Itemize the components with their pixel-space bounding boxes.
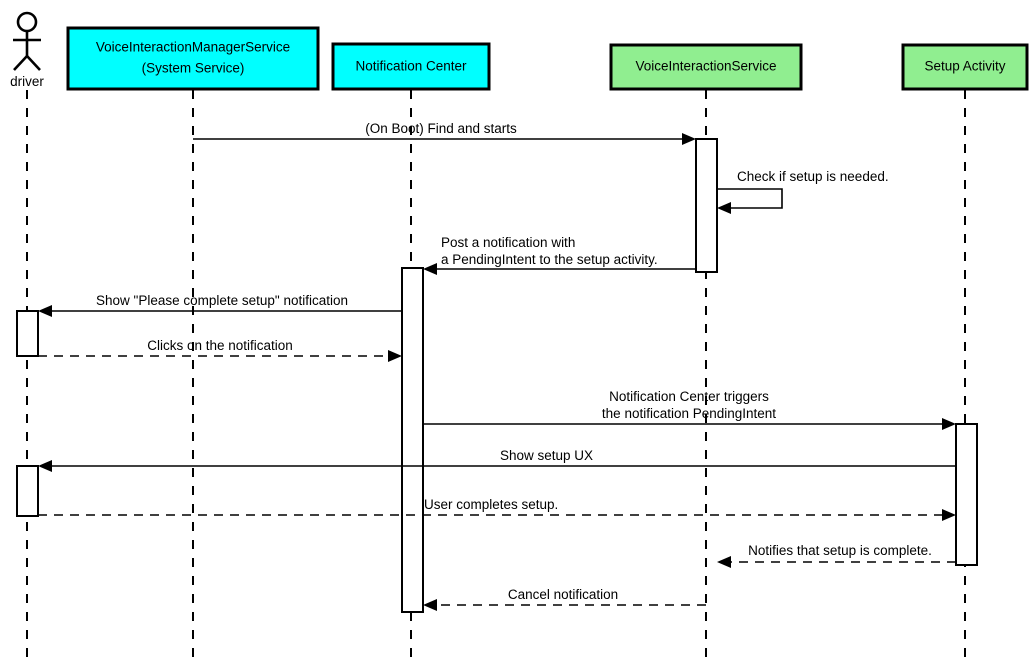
activation-bars (16, 138, 978, 613)
participant-vims[interactable]: VoiceInteractionManagerService (System S… (66, 26, 320, 91)
activation-bar-driver-2 (16, 465, 39, 517)
arrow-head-left-icon (38, 460, 52, 472)
participant-box-vims[interactable] (66, 26, 320, 91)
message-show-please-complete-setup-notification[interactable]: Show "Please complete setup" notificatio… (38, 293, 402, 317)
message-label-line1: Post a notification with (441, 235, 575, 250)
message-label: Show setup UX (500, 448, 593, 463)
message-on-boot-find-and-starts[interactable]: (On Boot) Find and starts (193, 121, 696, 145)
activation-bar-voice-interaction-service (695, 138, 718, 273)
message-notification-center-triggers-pendingintent[interactable]: Notification Center triggers the notific… (423, 389, 956, 430)
participant-driver[interactable]: driver (10, 11, 44, 89)
participant-box-setup-activity[interactable] (901, 43, 1029, 91)
message-check-if-setup-is-needed[interactable]: Check if setup is needed. (717, 169, 889, 214)
message-label: Cancel notification (508, 587, 618, 602)
arrow-head-left-icon (38, 305, 52, 317)
message-label-line2: the notification PendingIntent (602, 406, 776, 421)
participant-notification-center[interactable]: Notification Center (331, 42, 491, 91)
arrow-head-left-icon (717, 556, 731, 568)
participant-box-voice-interaction-service[interactable] (609, 43, 803, 91)
message-label: Show "Please complete setup" notificatio… (96, 293, 348, 308)
message-post-a-notification[interactable]: Post a notification with a PendingIntent… (423, 235, 696, 275)
participant-label-driver: driver (10, 74, 44, 89)
participant-label-vims-line1: VoiceInteractionManagerService (96, 40, 290, 55)
message-label-line2: a PendingIntent to the setup activity. (441, 252, 658, 267)
participant-setup-activity[interactable]: Setup Activity (901, 43, 1029, 91)
arrow-head-right-icon (388, 350, 402, 362)
message-user-completes-setup[interactable]: User completes setup. (38, 497, 956, 521)
message-notifies-that-setup-is-complete[interactable]: Notifies that setup is complete. (717, 543, 956, 568)
arrow-head-right-icon (942, 418, 956, 430)
message-label-line1: Notification Center triggers (609, 389, 769, 404)
message-label: (On Boot) Find and starts (365, 121, 517, 136)
activation-bar-driver-1 (16, 310, 39, 357)
message-self-loop-line (717, 188, 783, 209)
actor-leg-left-icon (13, 55, 28, 71)
message-show-setup-ux[interactable]: Show setup UX (38, 448, 956, 472)
message-label: User completes setup. (424, 497, 558, 512)
arrow-head-left-icon (423, 263, 437, 275)
participant-label-voice-interaction-service: VoiceInteractionService (635, 59, 776, 74)
activation-bar-notification-center (401, 267, 424, 613)
participant-box-notification-center[interactable] (331, 42, 491, 91)
message-cancel-notification[interactable]: Cancel notification (423, 587, 706, 611)
arrow-head-right-icon (682, 133, 696, 145)
participant-label-setup-activity: Setup Activity (924, 59, 1005, 74)
participant-label-vims-line2: (System Service) (142, 61, 245, 76)
arrow-head-left-icon (717, 202, 731, 214)
actor-head-icon (16, 11, 38, 33)
arrow-head-left-icon (423, 599, 437, 611)
message-label: Notifies that setup is complete. (748, 543, 932, 558)
arrow-head-right-icon (942, 509, 956, 521)
participant-voice-interaction-service[interactable]: VoiceInteractionService (609, 43, 803, 91)
message-clicks-on-the-notification[interactable]: Clicks on the notification (38, 338, 402, 362)
message-label: Clicks on the notification (147, 338, 293, 353)
actor-leg-right-icon (26, 55, 41, 71)
participant-label-notification-center: Notification Center (355, 59, 467, 74)
activation-bar-setup-activity (955, 423, 978, 566)
message-label: Check if setup is needed. (737, 169, 889, 184)
